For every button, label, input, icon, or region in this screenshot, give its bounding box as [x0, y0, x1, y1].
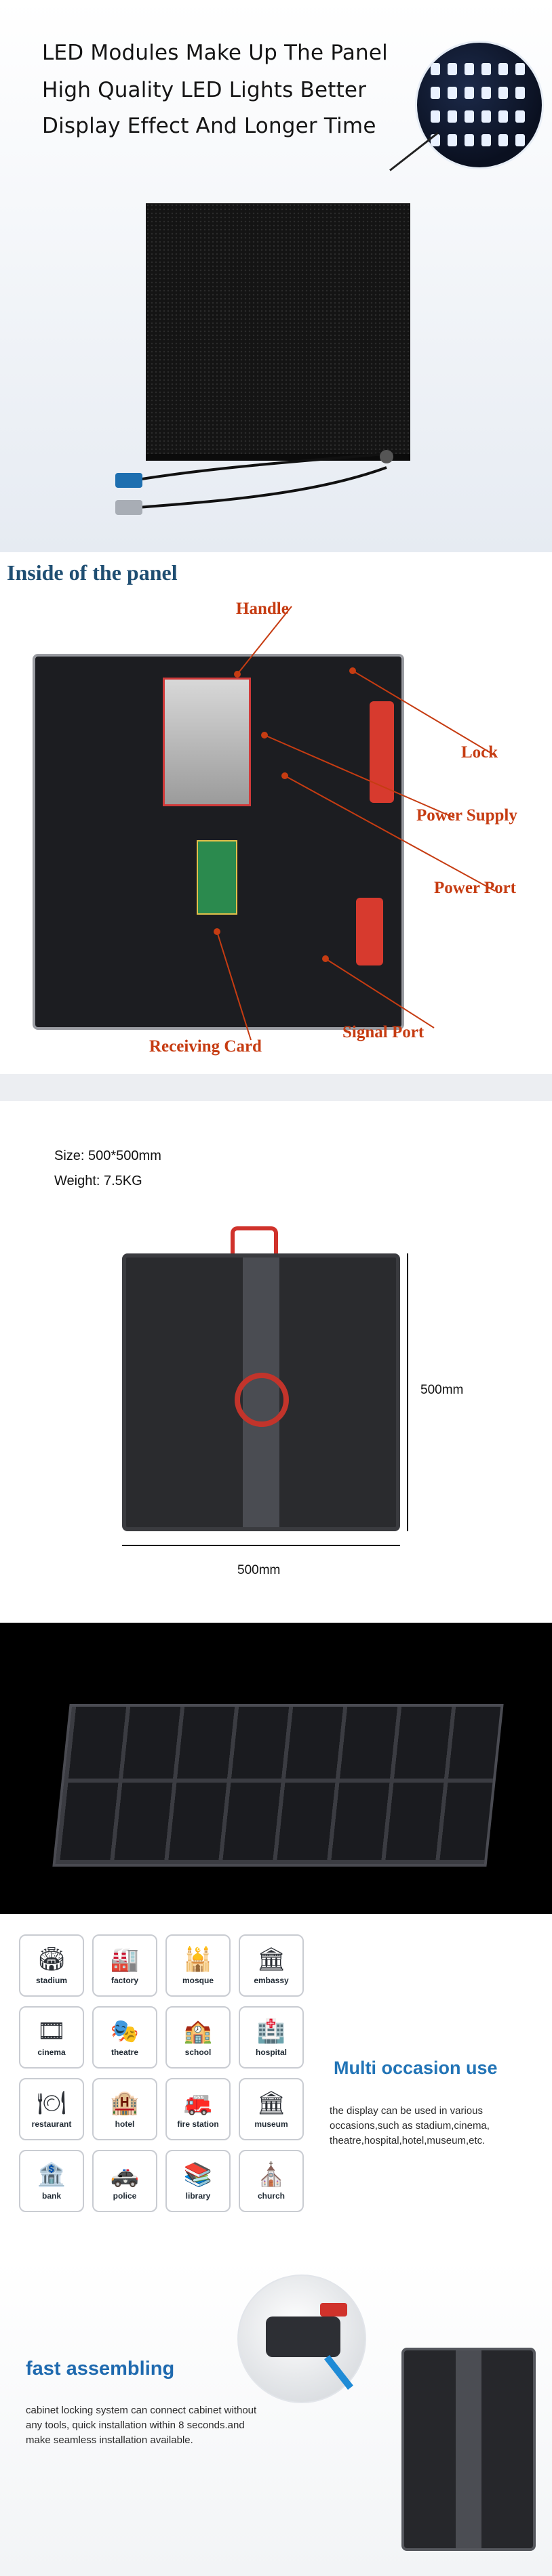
- multi-occasion-title: Multi occasion use: [334, 2058, 498, 2078]
- curved-led-wall-image: [52, 1704, 504, 1867]
- callout-lock: Lock: [461, 743, 498, 762]
- film-reel-icon: 🎞: [37, 2018, 66, 2044]
- lock-mechanism-icon: [266, 2303, 353, 2390]
- occasion-tile-bank: 🏦 bank: [19, 2150, 84, 2212]
- led-pixel-grid-icon: [431, 63, 525, 146]
- power-supply-unit: [163, 678, 251, 806]
- occasion-label: cinema: [37, 2048, 66, 2057]
- inside-panel-title: Inside of the panel: [7, 560, 178, 585]
- led-panel-front-image: [146, 203, 410, 461]
- occasion-label: museum: [254, 2119, 288, 2129]
- spec-size: Size: 500*500mm: [54, 1148, 161, 1163]
- occasion-tile-mosque: 🕌 mosque: [165, 1934, 231, 1997]
- callout-lines: [214, 606, 496, 1041]
- occasion-tile-church: ⛪ church: [239, 2150, 304, 2212]
- police-icon: 🚓: [110, 2162, 140, 2188]
- fast-assembling-description: cabinet locking system can connect cabin…: [26, 2405, 257, 2446]
- school-icon: 🏫: [183, 2018, 213, 2044]
- hospital-icon: 🏥: [256, 2018, 286, 2044]
- spec-weight: Weight: 7.5KG: [54, 1173, 142, 1188]
- occasion-tile-stadium: 🏟 stadium: [19, 1934, 84, 1997]
- fire-station-icon: 🚒: [183, 2090, 213, 2116]
- library-icon: 📚: [183, 2162, 213, 2188]
- multi-occasion-description: the display can be used in various occas…: [330, 2105, 490, 2146]
- occasion-tile-fire-station: 🚒 fire station: [165, 2078, 231, 2140]
- occasion-label: theatre: [111, 2048, 138, 2057]
- height-dimension-label: 500mm: [420, 1383, 464, 1397]
- bank-icon: 🏦: [37, 2162, 66, 2188]
- occasion-label: hotel: [115, 2119, 135, 2129]
- panel-cables-icon: [115, 450, 393, 515]
- curved-wall-section: [0, 1623, 552, 1914]
- callout-receiving-card: Receiving Card: [149, 1037, 262, 1056]
- led-modules-section: LED Modules Make Up The Panel High Quali…: [0, 0, 552, 552]
- size-spec-section: Size: 500*500mm Weight: 7.5KG 500mm 500m…: [0, 1108, 552, 1623]
- occasion-label: church: [257, 2191, 285, 2201]
- church-icon: ⛪: [256, 2162, 286, 2188]
- cabinet-rear-image: [122, 1253, 400, 1531]
- power-port-red-block: [356, 898, 383, 965]
- height-dimension-line: [407, 1253, 408, 1531]
- occasion-tile-museum: 🏛 museum: [239, 2078, 304, 2140]
- occasion-label: school: [184, 2048, 212, 2057]
- occasion-tile-cinema: 🎞 cinema: [19, 2006, 84, 2069]
- modules-headline-1: LED Modules Make Up The Panel: [42, 41, 388, 65]
- occasion-label: restaurant: [31, 2119, 72, 2129]
- occasion-label: fire station: [177, 2119, 219, 2129]
- occasion-label: bank: [41, 2191, 61, 2201]
- fast-assembling-title: fast assembling: [26, 2358, 175, 2380]
- occasion-tile-school: 🏫 school: [165, 2006, 231, 2069]
- restaurant-icon: 🍽: [37, 2090, 66, 2116]
- occasion-tile-theatre: 🎭 theatre: [92, 2006, 157, 2069]
- callout-power-supply: Power Supply: [416, 806, 517, 825]
- occasion-tile-hospital: 🏥 hospital: [239, 2006, 304, 2069]
- occasion-label: embassy: [254, 1976, 289, 1985]
- cabinet-center-ring: [235, 1373, 289, 1427]
- lock-closeup-circle: [237, 2274, 366, 2403]
- occasion-tile-embassy: 🏛 embassy: [239, 1934, 304, 1997]
- occasion-label: hospital: [255, 2048, 287, 2057]
- factory-icon: 🏭: [110, 1947, 140, 1972]
- occasion-icon-grid: 🏟 stadium 🏭 factory 🕌 mosque 🏛 embassy 🎞 cinema 🎭 t…: [19, 1934, 304, 2212]
- occasion-tile-library: 📚 library: [165, 2150, 231, 2212]
- led-zoom-magnifier: [415, 41, 544, 169]
- modules-headline-3: Display Effect And Longer Time: [42, 114, 376, 138]
- callout-power-port: Power Port: [434, 879, 517, 897]
- hotel-icon: 🏨: [110, 2090, 140, 2116]
- zoom-leader-line: [389, 131, 439, 171]
- stadium-icon: 🏟: [37, 1947, 66, 1972]
- occasion-label: library: [185, 2191, 211, 2201]
- occasion-label: police: [113, 2191, 137, 2201]
- width-dimension-line: [122, 1545, 400, 1546]
- occasion-tile-factory: 🏭 factory: [92, 1934, 157, 1997]
- occasion-label: stadium: [35, 1976, 67, 1985]
- theatre-curtain-icon: 🎭: [110, 2018, 140, 2044]
- cabinet-handle-red: [231, 1226, 278, 1253]
- modules-headline-2: High Quality LED Lights Better: [42, 78, 367, 102]
- occasion-label: factory: [111, 1976, 138, 1985]
- museum-icon: 🏛: [256, 2090, 286, 2116]
- assembled-cabinet-image: [401, 2348, 536, 2551]
- embassy-icon: 🏛: [256, 1947, 286, 1972]
- width-dimension-label: 500mm: [237, 1563, 281, 1577]
- receiving-card-board: [197, 840, 237, 915]
- occasion-tile-restaurant: 🍽 restaurant: [19, 2078, 84, 2140]
- applications-section: 🏟 stadium 🏭 factory 🕌 mosque 🏛 embassy 🎞 cinema 🎭 t…: [0, 1914, 552, 2576]
- occasion-tile-hotel: 🏨 hotel: [92, 2078, 157, 2140]
- cabinet-edge-strip: [0, 1074, 552, 1101]
- occasion-tile-police: 🚓 police: [92, 2150, 157, 2212]
- occasion-label: mosque: [182, 1976, 214, 1985]
- mosque-icon: 🕌: [183, 1947, 213, 1972]
- callout-handle: Handle: [236, 600, 289, 618]
- inside-panel-section: Inside of the panel Handle Lock Power Su…: [0, 552, 552, 1108]
- callout-signal-port: Signal Port: [342, 1023, 425, 1041]
